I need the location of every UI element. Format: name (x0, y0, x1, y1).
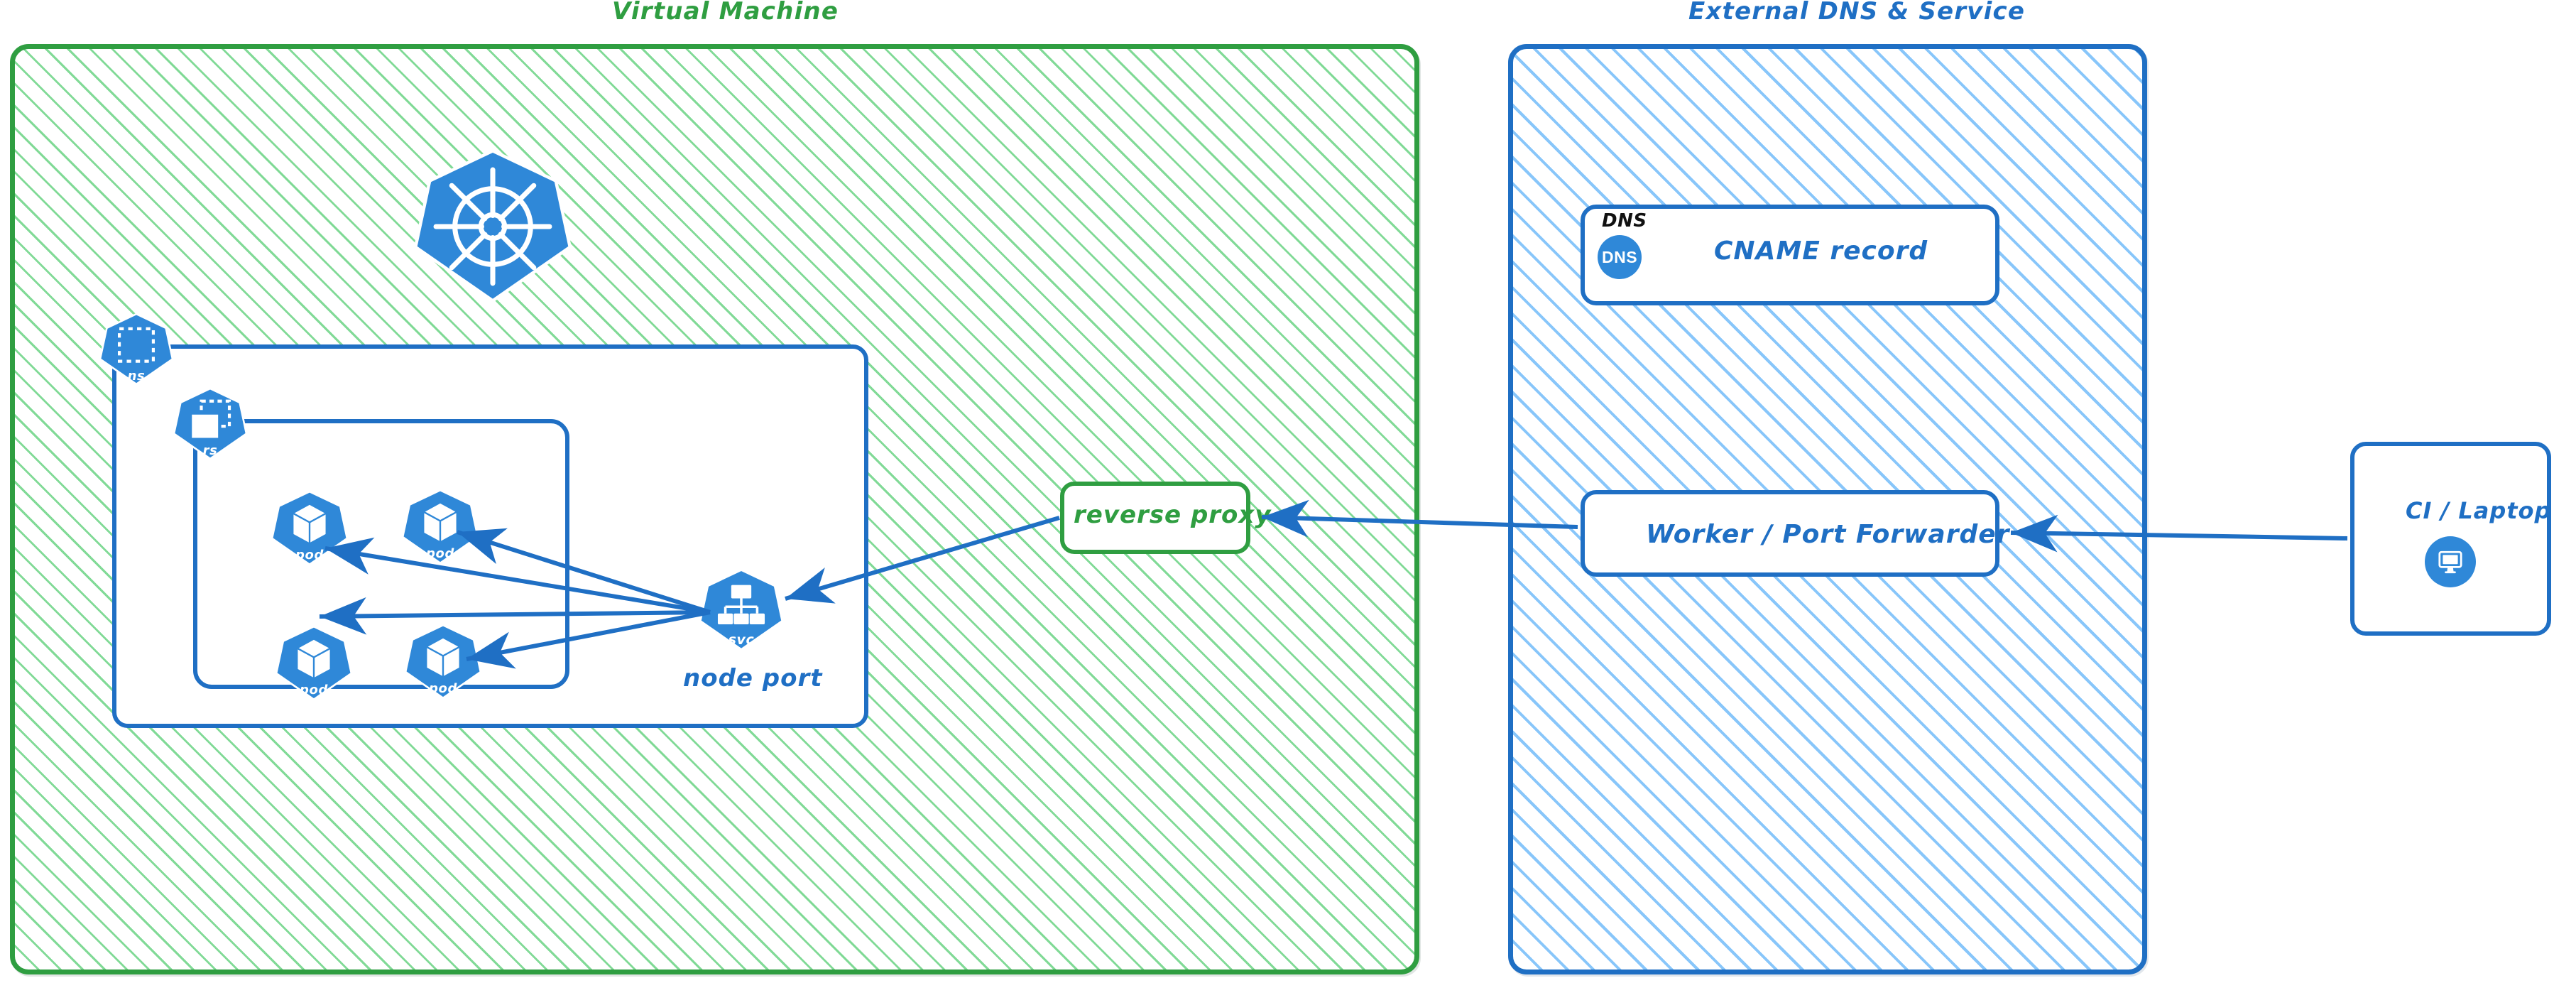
pod-node-4: pod (404, 624, 482, 700)
ci-laptop-label: CI / Laptop (2406, 497, 2552, 524)
namespace-badge: ns (99, 313, 174, 386)
replicaset-badge: rs (173, 387, 248, 461)
pod-node-2: pod (401, 489, 479, 565)
node-port-caption: node port (683, 664, 823, 693)
reverse-proxy-label: reverse proxy (1074, 501, 1272, 529)
dns-record-label: CNAME record (1714, 237, 1928, 266)
dns-badge-icon: DNS (1598, 235, 1642, 279)
external-dns-service-panel-title: External DNS & Service (1688, 0, 2026, 26)
pod-node-3: pod (275, 625, 353, 702)
monitor-icon (2425, 536, 2476, 587)
kubernetes-logo-icon (413, 148, 572, 305)
virtual-machine-panel-title: Virtual Machine (612, 0, 839, 26)
pod-node-1: pod (271, 490, 349, 567)
worker-port-forwarder-box[interactable] (1581, 490, 1999, 577)
dns-card-header: DNS (1602, 210, 1647, 232)
service-node: svc (699, 568, 784, 652)
reverse-proxy-box[interactable] (1060, 482, 1250, 554)
replicaset-container (193, 419, 569, 689)
worker-port-forwarder-label: Worker / Port Forwarder (1646, 520, 2010, 549)
dns-card[interactable] (1581, 205, 1999, 305)
